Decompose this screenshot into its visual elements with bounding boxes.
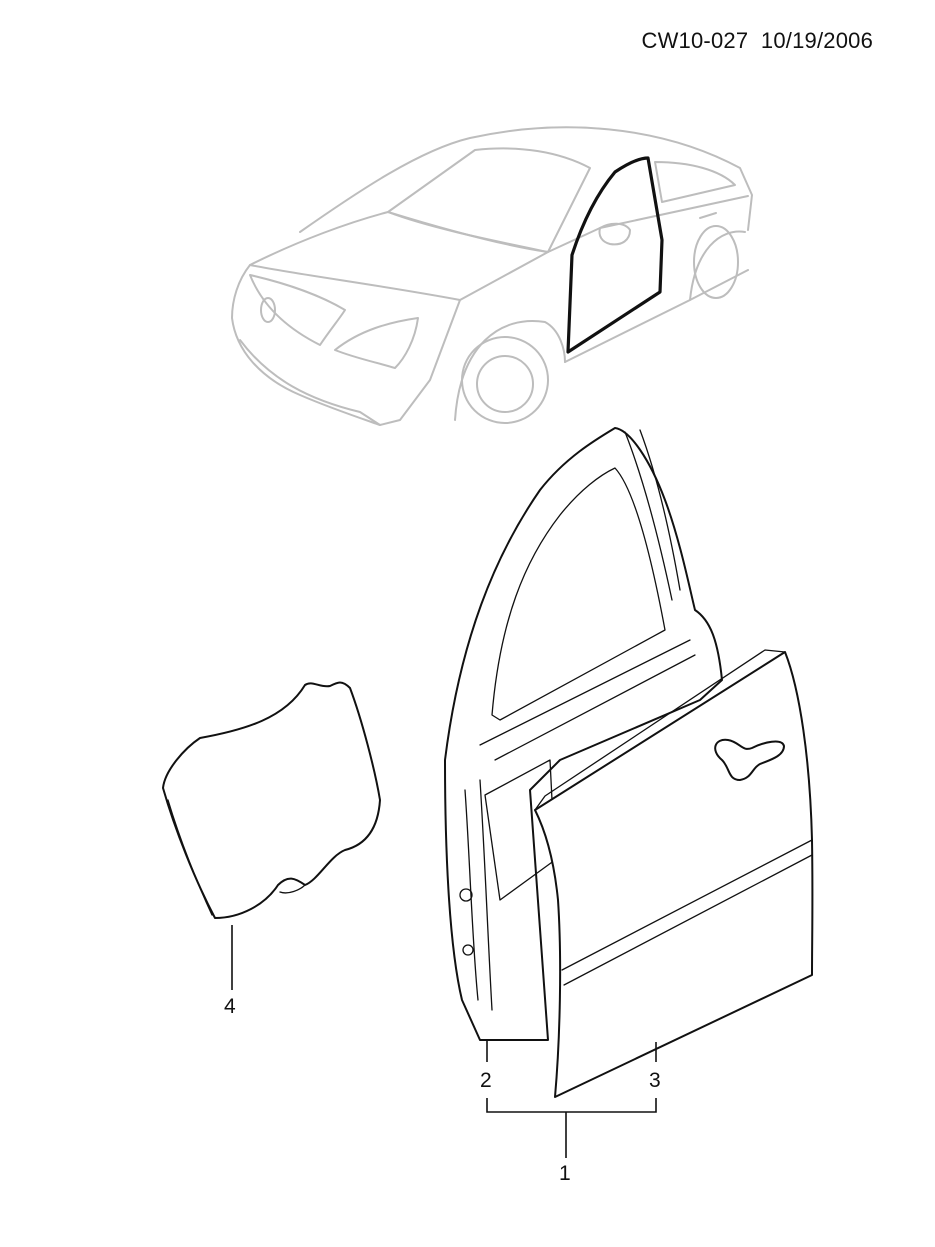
- part-4-outline: [162, 681, 381, 919]
- car-badge: [260, 297, 276, 323]
- callout-4: 4: [224, 995, 236, 1018]
- car-rear-window: [654, 161, 736, 203]
- car-overview-illustration: [231, 126, 753, 426]
- car-windshield: [387, 147, 591, 253]
- part-2-frame-outline: [444, 427, 723, 1041]
- part-3-door-handle-recess: [714, 738, 785, 781]
- car-side-sill: [564, 269, 749, 363]
- car-grille: [249, 274, 346, 346]
- car-side-mirror: [598, 222, 631, 246]
- car-roof-outline: [299, 126, 753, 233]
- car-beltline: [547, 195, 749, 253]
- car-front-wheel: [461, 336, 549, 424]
- part-4-door-trim-panel: [162, 681, 381, 919]
- callout-2: 2: [480, 1069, 492, 1092]
- part-2-hinge-hole: [459, 888, 473, 902]
- part-2-door-frame: [444, 427, 723, 1041]
- car-rear-wheel: [693, 225, 739, 299]
- drawing-header: CW10-027 10/19/2006: [642, 28, 874, 54]
- car-front-fascia: [231, 264, 461, 426]
- car-headlamp: [334, 317, 419, 369]
- car-rear-wheel-arch: [689, 230, 746, 301]
- car-front-wheel-arch: [454, 320, 566, 421]
- part-2-belt-rail: [479, 639, 696, 761]
- callout-leaders: [231, 925, 657, 1158]
- part-4-inner-edge: [167, 799, 306, 916]
- car-rear-door-handle: [699, 212, 717, 219]
- car-hood: [249, 211, 549, 301]
- callout-3: 3: [649, 1069, 661, 1092]
- part-2-inner-channel: [624, 429, 681, 601]
- car-front-door-highlight: [566, 156, 664, 354]
- part-2-window-opening: [491, 467, 666, 721]
- car-front-wheel-hub: [476, 355, 534, 413]
- car-lower-bumper: [239, 339, 381, 426]
- part-3-body-crease-lower: [563, 854, 813, 986]
- part-3-top-flange: [534, 649, 786, 811]
- part-3-body-crease: [561, 839, 813, 971]
- drawing-date: 10/19/2006: [760, 28, 873, 53]
- part-3-outer-door-panel: [534, 649, 814, 1098]
- leader-bracket-1: [486, 1098, 657, 1158]
- drawing-id: CW10-027: [641, 28, 749, 53]
- callout-1: 1: [559, 1162, 571, 1185]
- part-2-hinge-hole-lower: [462, 944, 474, 956]
